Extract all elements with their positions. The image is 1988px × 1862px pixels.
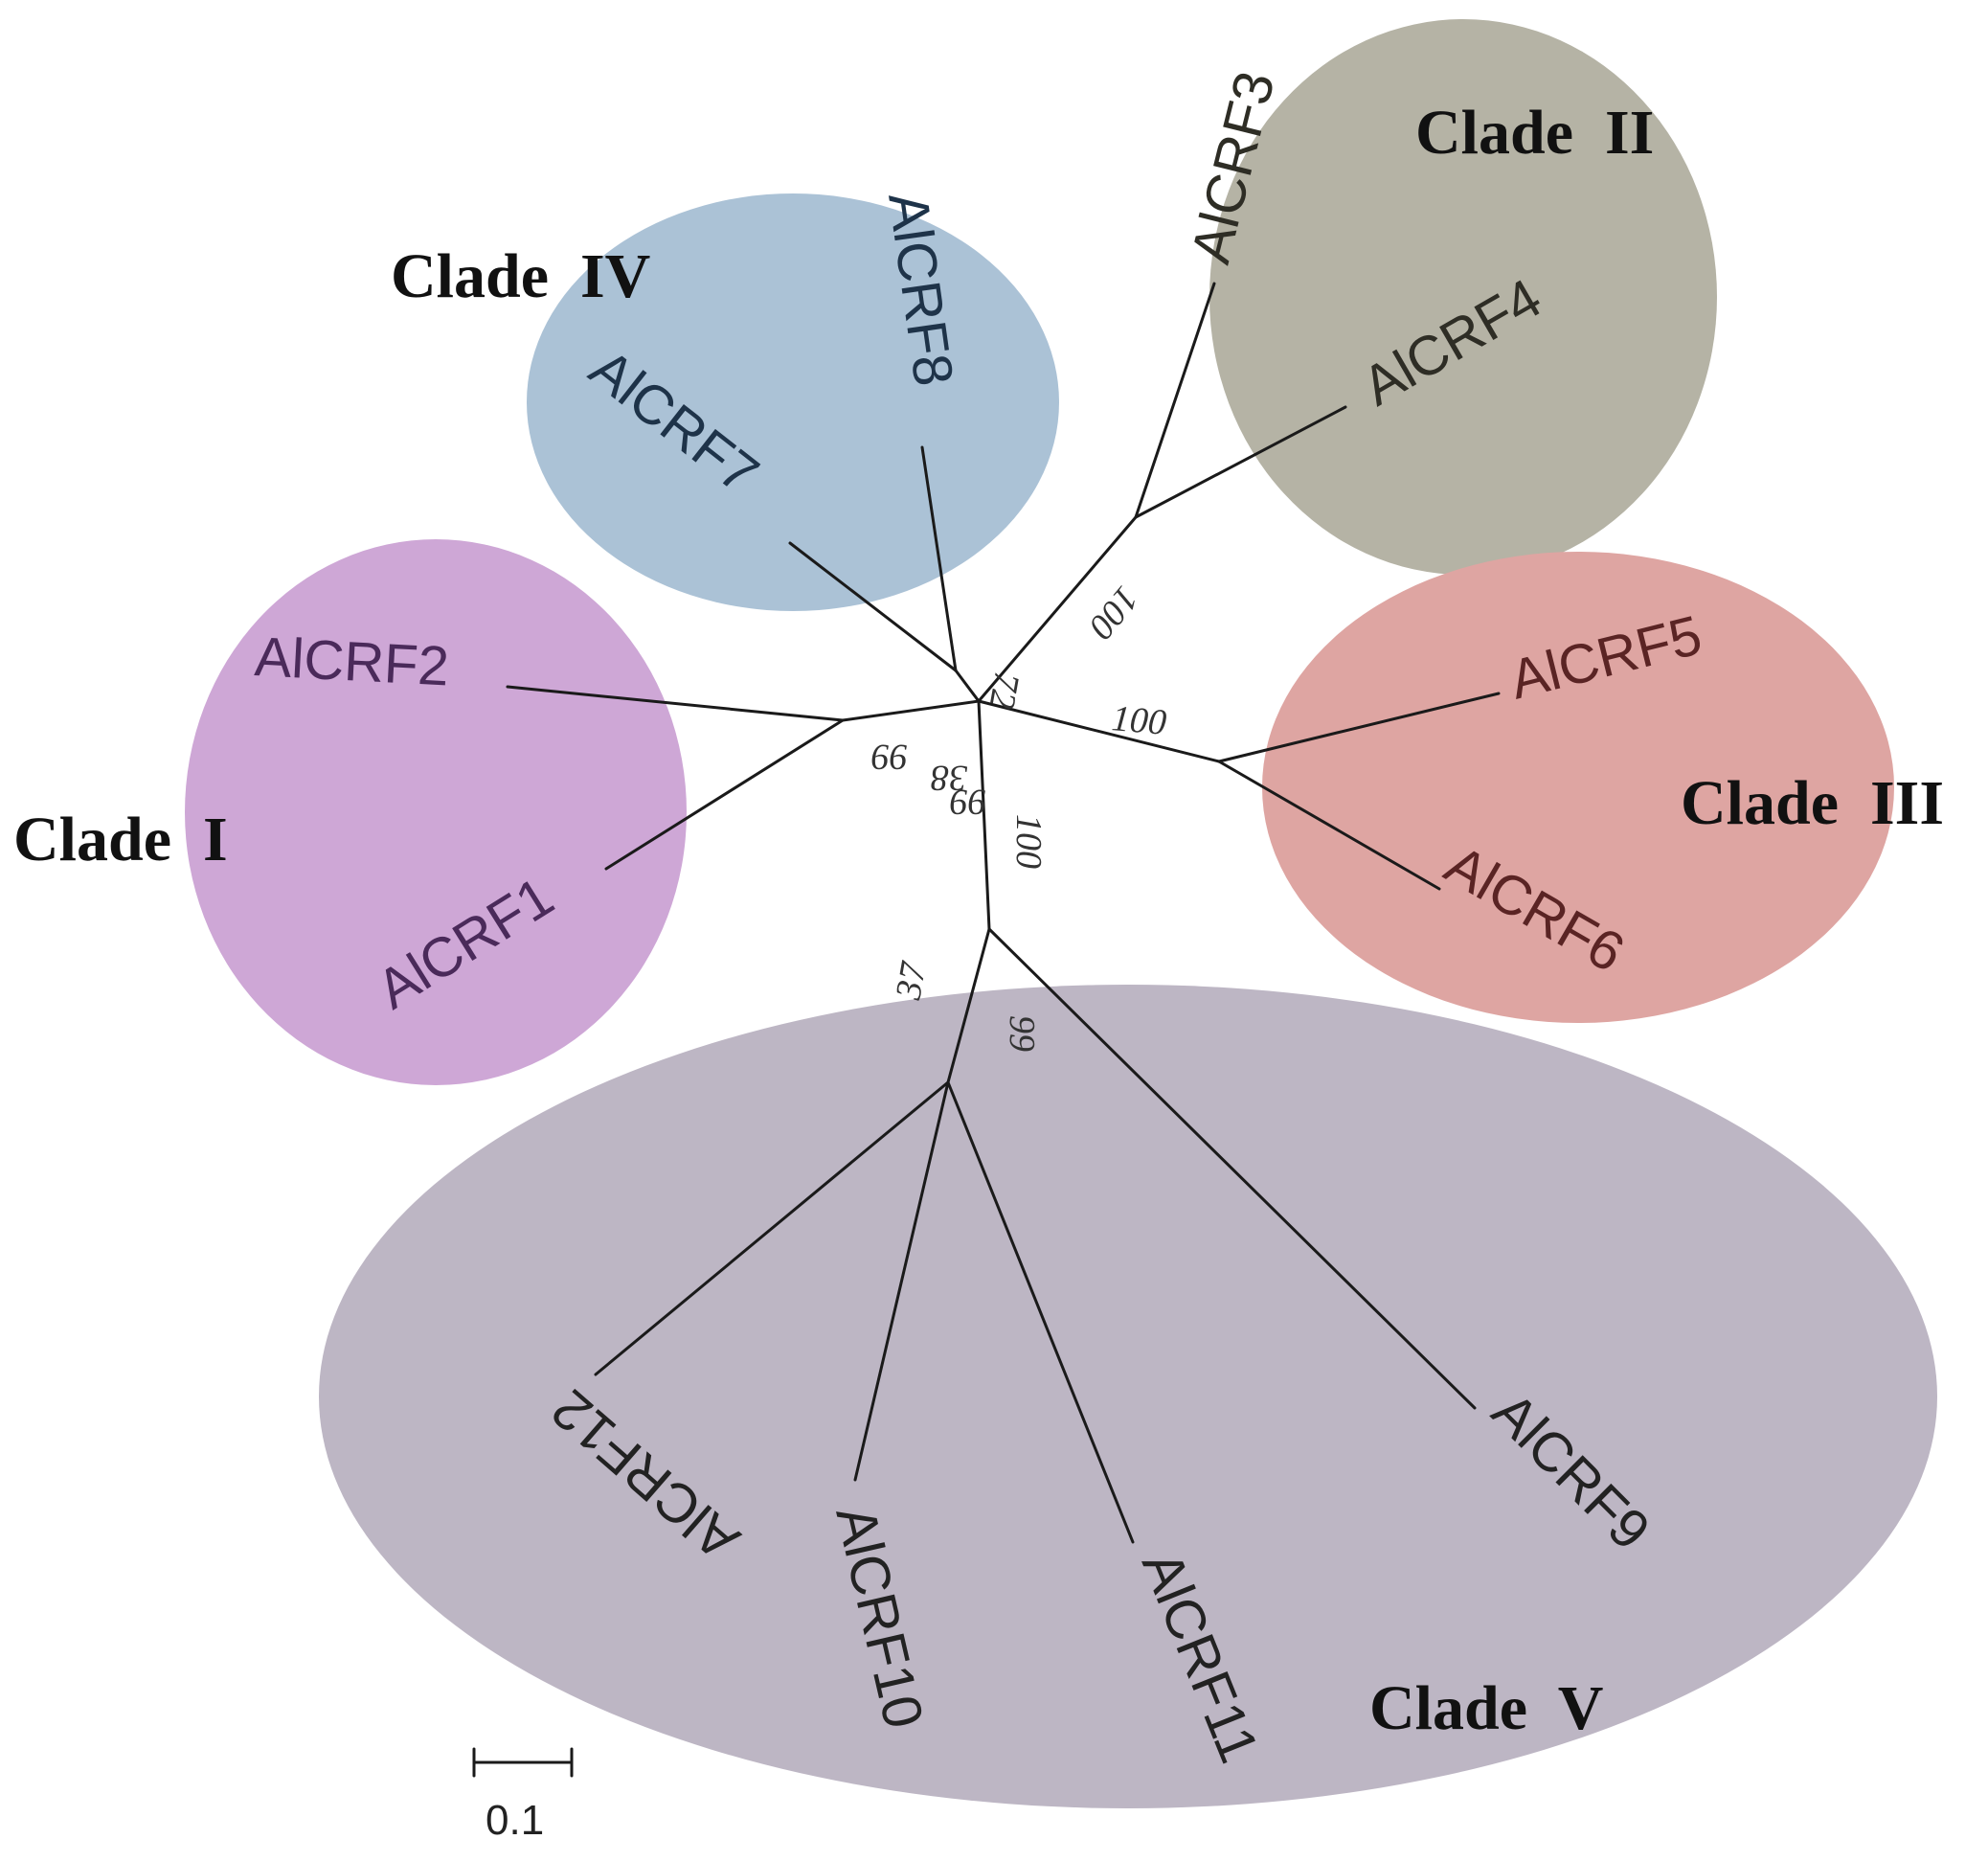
clade-label-iv: Clade IV — [391, 241, 650, 311]
tree-branches — [506, 282, 1501, 1544]
branch-alcrf6 — [1217, 760, 1441, 891]
branch-alcrf2 — [506, 685, 845, 722]
support-value: 99 — [871, 737, 908, 777]
branch-center-clade-iii — [977, 699, 1221, 763]
branch-alcrf1 — [604, 718, 845, 871]
branch-center-clade-ii — [977, 515, 1138, 703]
clade-v-region — [319, 985, 1937, 1808]
clade-i-region — [185, 539, 687, 1085]
support-value: 100 — [1110, 698, 1167, 743]
branch-center-clade-i — [841, 699, 981, 722]
scale-bar: 0.1 — [472, 1747, 574, 1844]
support-value: 100 — [1080, 579, 1146, 647]
branch-center-clade-v — [977, 699, 991, 931]
branch-alcrf5 — [1217, 692, 1501, 763]
clade-label-iii: Clade III — [1681, 768, 1944, 838]
clade-ii-region — [1209, 19, 1717, 575]
branch-alcrf3 — [1134, 282, 1216, 519]
branch-alcrf4 — [1134, 405, 1347, 519]
branch-center-clade-iv — [954, 669, 981, 703]
clade-label-ii: Clade II — [1415, 98, 1654, 168]
support-value: 99 — [950, 782, 986, 822]
support-value: 38 — [931, 758, 968, 798]
branch-alcrf11 — [946, 1080, 1135, 1544]
support-values: 100 100 100 72 99 38 99 37 99 — [871, 579, 1168, 1052]
branch-alcrf8 — [920, 445, 958, 672]
clade-iv-region — [527, 193, 1059, 611]
support-value: 100 — [1008, 814, 1049, 869]
branch-alcrf12 — [594, 1080, 950, 1376]
clade-label-i: Clade I — [13, 805, 228, 874]
branch-alcrf9 — [987, 927, 1477, 1410]
support-value: 72 — [982, 669, 1028, 712]
clade-iii-region — [1262, 552, 1894, 1023]
clade-labels: Clade I Clade II Clade III Clade IV Clad… — [13, 98, 1944, 1743]
branch-alcrf7 — [788, 541, 958, 672]
clade-label-v: Clade V — [1369, 1673, 1603, 1743]
support-value: 99 — [1002, 1015, 1042, 1052]
branch-inner-v — [946, 927, 991, 1084]
support-value: 37 — [888, 958, 934, 1004]
scale-bar-label: 0.1 — [486, 1797, 544, 1844]
tip-label-alcrf2: AlCRF2 — [253, 625, 450, 698]
branch-alcrf10 — [853, 1080, 950, 1482]
